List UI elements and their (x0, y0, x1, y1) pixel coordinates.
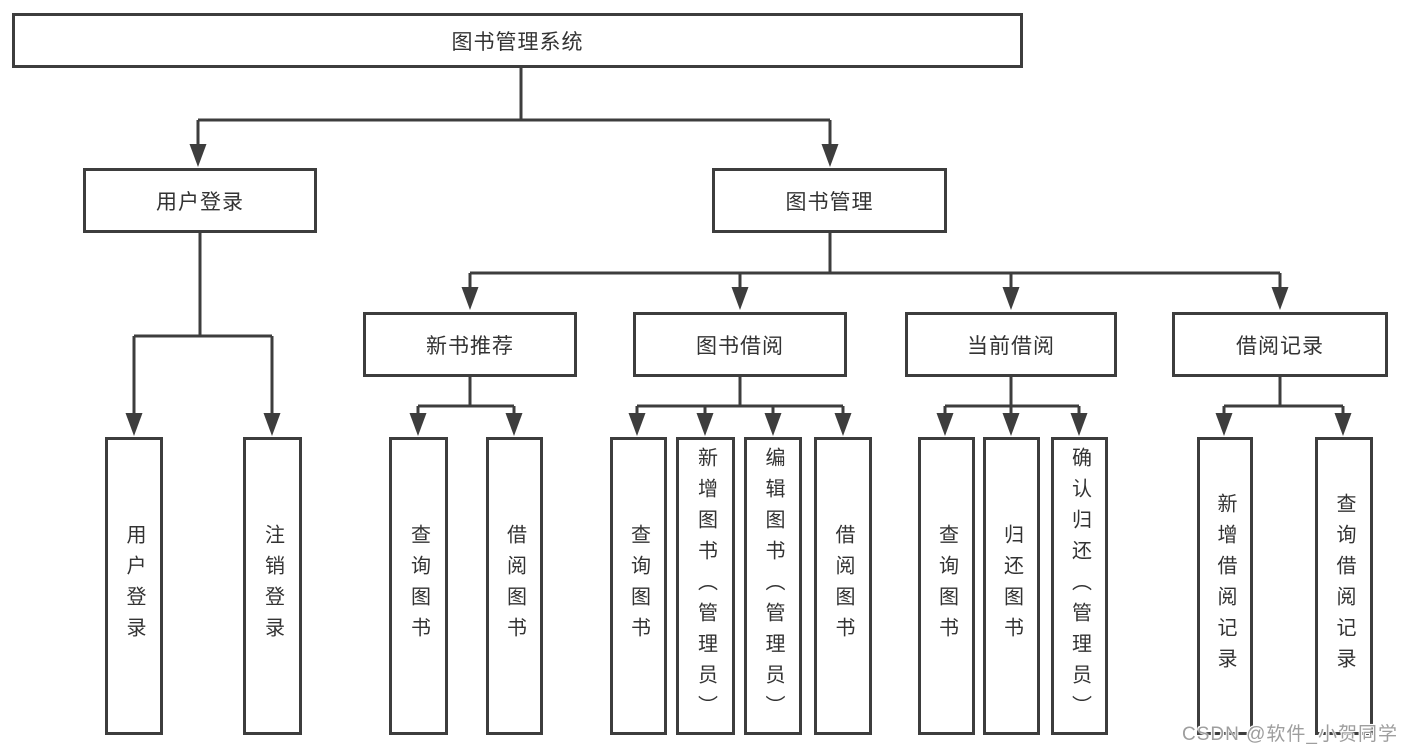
node-book-management: 图书管理 (712, 168, 947, 233)
node-user-login: 用户登录 (83, 168, 317, 233)
node-current-borrowing-label: 当前借阅 (967, 334, 1055, 358)
leaf-logout: 注销登录 (243, 437, 302, 735)
csdn-watermark: CSDN @软件_小贺同学 (1182, 724, 1398, 745)
node-user-login-label: 用户登录 (156, 190, 244, 214)
leaf-edit-book-admin: 编辑图书（管理员） (744, 437, 802, 735)
leaf-query-books-newbook: 查询图书 (389, 437, 448, 735)
leaf-confirm-return-admin: 确认归还（管理员） (1051, 437, 1108, 735)
node-borrowing-records: 借阅记录 (1172, 312, 1388, 377)
leaf-user-login: 用户登录 (105, 437, 163, 735)
leaf-query-borrow-record: 查询借阅记录 (1315, 437, 1373, 735)
node-current-borrowing: 当前借阅 (905, 312, 1117, 377)
leaf-query-books-current: 查询图书 (918, 437, 975, 735)
node-book-management-label: 图书管理 (785, 190, 874, 214)
node-library-system-label: 图书管理系统 (451, 30, 584, 54)
leaf-add-borrow-record: 新增借阅记录 (1197, 437, 1253, 735)
leaf-borrow-books-borrow: 借阅图书 (814, 437, 872, 735)
node-borrowing-records-label: 借阅记录 (1236, 334, 1324, 358)
node-library-system: 图书管理系统 (12, 13, 1023, 68)
leaf-query-books-borrow: 查询图书 (610, 437, 667, 735)
node-new-book-recommend: 新书推荐 (363, 312, 577, 377)
arrowheads (125, 144, 1352, 436)
node-new-book-recommend-label: 新书推荐 (426, 334, 514, 358)
leaf-borrow-books-newbook: 借阅图书 (486, 437, 543, 735)
node-book-borrowing: 图书借阅 (633, 312, 847, 377)
leaf-add-book-admin: 新增图书（管理员） (676, 437, 735, 735)
node-book-borrowing-label: 图书借阅 (696, 334, 784, 358)
leaf-return-book: 归还图书 (983, 437, 1040, 735)
